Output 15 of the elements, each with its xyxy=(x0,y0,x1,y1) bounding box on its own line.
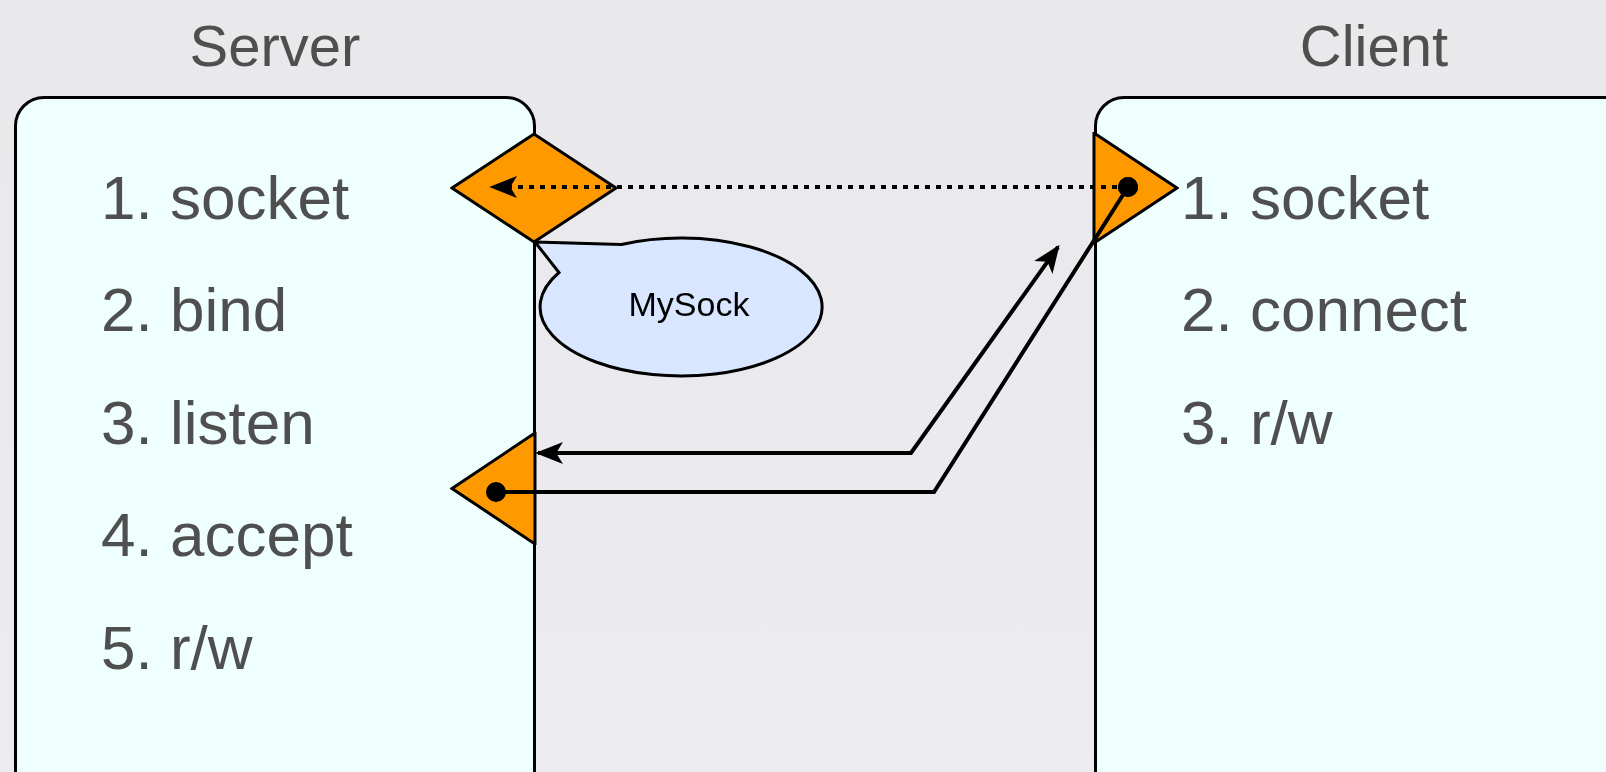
step-text: 3. r/w xyxy=(1181,392,1333,454)
socket-triangle xyxy=(450,432,537,545)
bubble-label: MySock xyxy=(627,287,751,321)
socket-triangle xyxy=(1092,132,1179,244)
step-text: 3. listen xyxy=(101,392,315,454)
speech-bubble xyxy=(533,235,825,380)
step-text: 1. socket xyxy=(101,167,350,229)
socket-diamond xyxy=(450,132,618,244)
step-text: 1. socket xyxy=(1181,167,1430,229)
step-text: 5. r/w xyxy=(101,617,253,679)
step-text: 2. bind xyxy=(101,279,288,341)
step-text: 2. connect xyxy=(1181,279,1468,341)
panel-heading: Server xyxy=(188,17,362,75)
panel-heading: Client xyxy=(1298,17,1450,75)
connector-arrow xyxy=(535,244,1060,465)
